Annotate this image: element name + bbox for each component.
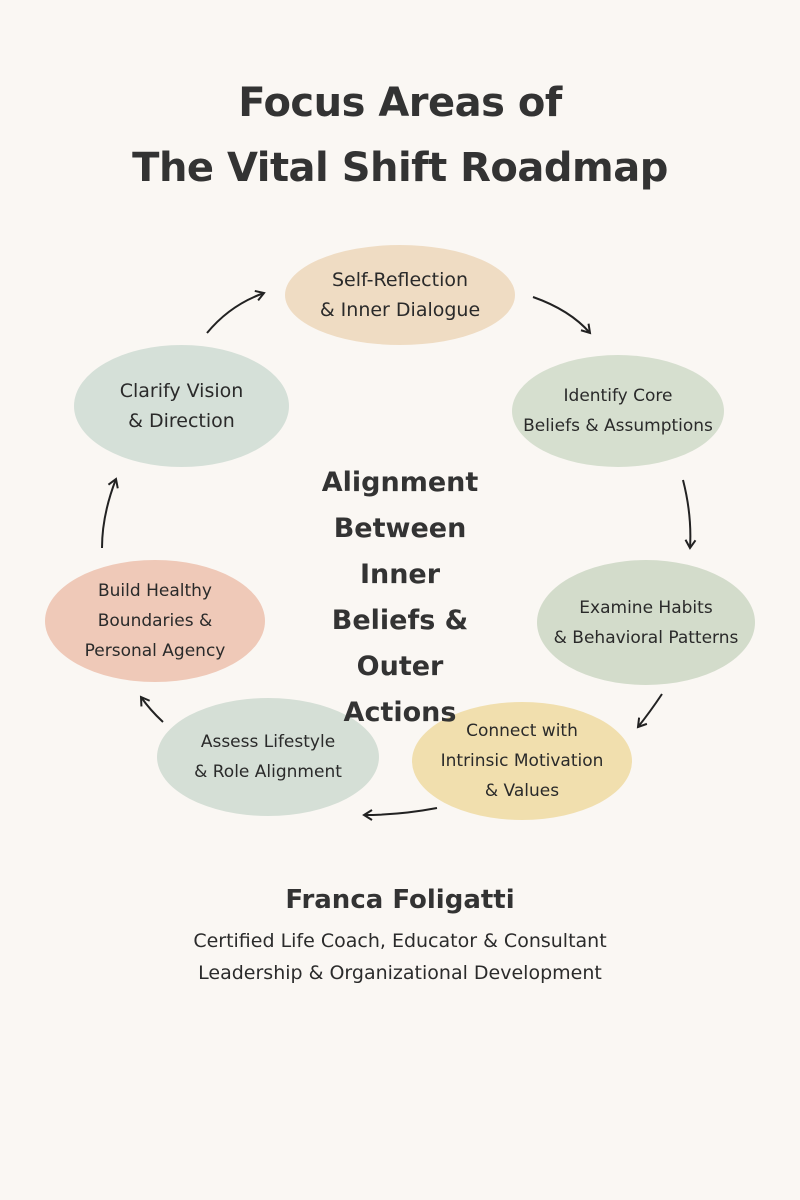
title-line-1: Focus Areas of (238, 80, 562, 126)
title-line-2: The Vital Shift Roadmap (132, 145, 668, 191)
arrow-connect-to-assess (362, 807, 438, 821)
author-specialty: Leadership & Organizational Development (198, 962, 602, 984)
center-line: Between Inner (333, 513, 467, 590)
node-self-reflection: Self-Reflection& Inner Dialogue (285, 245, 515, 345)
arrow-assess-to-boundaries (139, 695, 164, 723)
arrow-boundaries-to-clarify (101, 477, 119, 549)
arrow-identify-to-examine (682, 479, 697, 550)
center-line: Alignment (321, 467, 479, 498)
center-line: Beliefs & Outer (331, 605, 469, 682)
author-name: Franca Foligatti (285, 885, 515, 915)
center-line: Actions (343, 697, 457, 728)
arrow-examine-to-connect (636, 693, 663, 729)
node-assess-lifestyle: Assess Lifestyle& Role Alignment (157, 698, 379, 816)
author-credentials: Certified Life Coach, Educator & Consult… (193, 930, 607, 952)
arrow-self-reflection-to-identify (532, 296, 592, 335)
node-examine-habits: Examine Habits& Behavioral Patterns (537, 560, 755, 685)
arrow-clarify-to-self-reflection (206, 289, 266, 334)
node-clarify-vision: Clarify Vision& Direction (74, 345, 289, 467)
center-theme: Alignment Between Inner Beliefs & Outer … (290, 460, 510, 736)
